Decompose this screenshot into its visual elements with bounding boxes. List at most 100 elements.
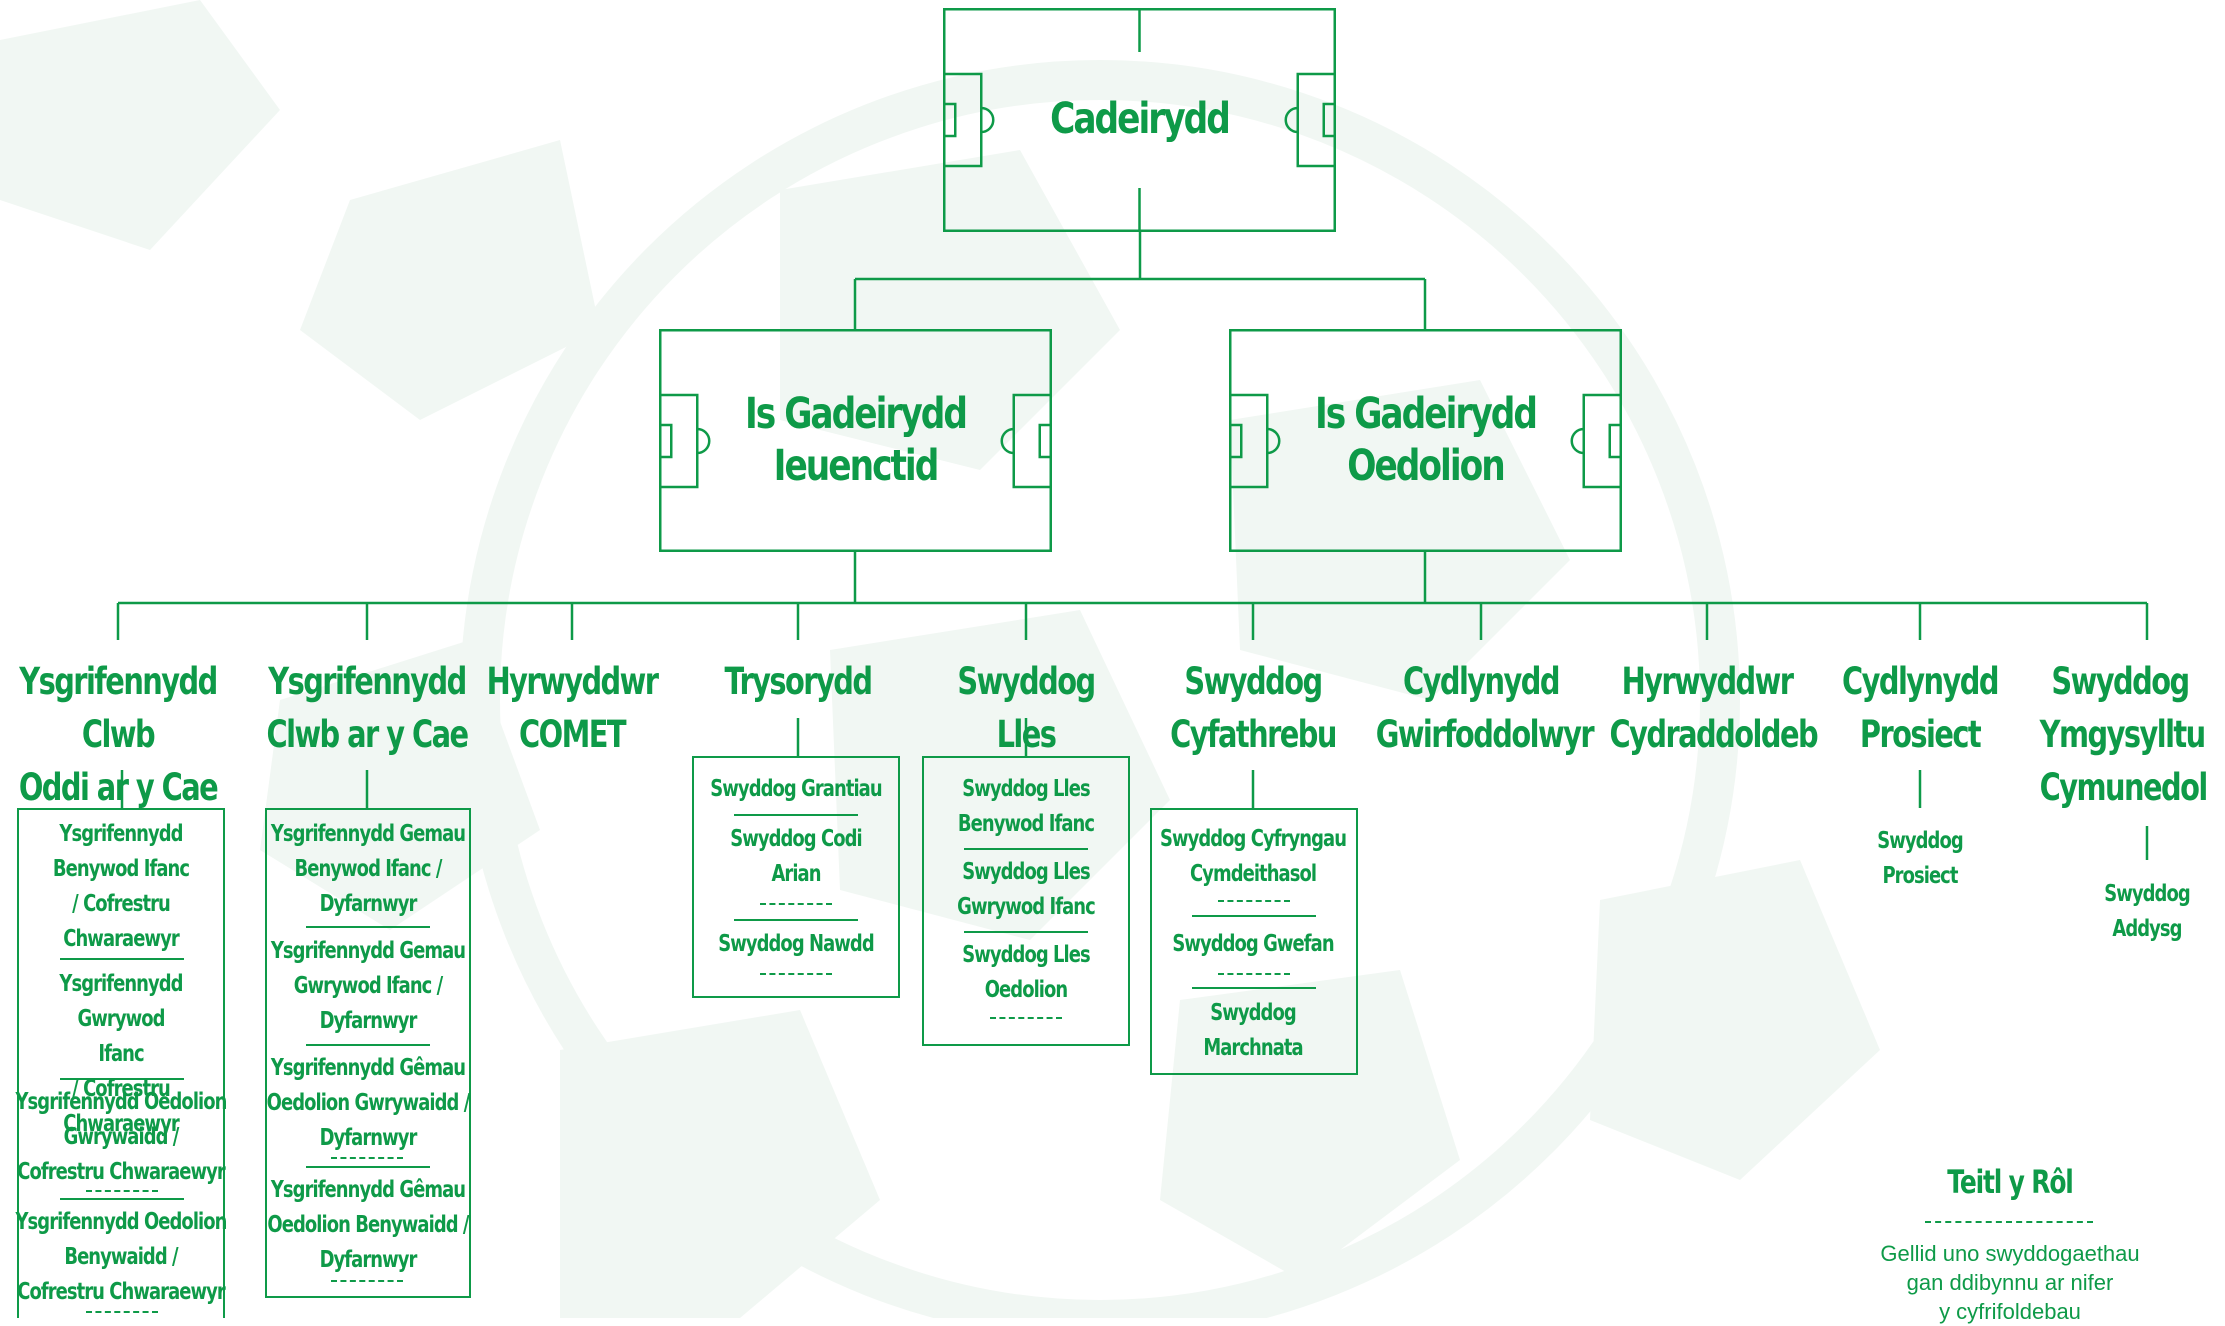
role-line: Swyddog [1184, 660, 1323, 703]
sub-role-line: Swyddog [1210, 1000, 1296, 1026]
vice-chair-youth-node: Is Gadeirydd Ieuenctid [659, 329, 1052, 552]
dashed-divider [990, 1017, 1062, 1019]
role-line: Swyddog [2051, 660, 2190, 703]
role-line: Trysorydd [724, 660, 873, 703]
role-line: COMET [518, 713, 627, 756]
sub-role-line: Cofrestru Chwaraewyr [17, 1279, 226, 1305]
divider [306, 1166, 430, 1168]
treasurer-sub-roles-box [692, 756, 900, 998]
role-line: Ysgrifennydd Clwb [19, 660, 218, 756]
sub-role-line: Swyddog Codi [730, 826, 862, 852]
sub-role-line: Swyddog Grantiau [710, 776, 882, 802]
sub-role-line: Benywod Ifanc [957, 811, 1095, 837]
sub-role-line: Swyddog Gwefan [1172, 931, 1334, 957]
role-line: Oddi ar y Cae [18, 766, 219, 809]
role-community-officer: Swyddog Ymgysylltu Cymunedol [2039, 655, 2209, 814]
sub-role-line: Oedolion Benywaidd / [267, 1212, 469, 1238]
role-on-field-secretary: Ysgrifennydd Clwb ar y Cae [262, 655, 473, 761]
sub-role-line: Marchnata [1203, 1035, 1303, 1061]
sub-role-line: Swyddog Lles [962, 942, 1090, 968]
sub-role-line: Ysgrifennydd Gemau [270, 938, 466, 964]
sub-role-line: Swyddog [2104, 881, 2190, 907]
sub-role-line: Swyddog [1877, 828, 1963, 854]
role-welfare-officer: Swyddog Lles [932, 655, 1119, 761]
sub-role-line: Dyfarnwyr [319, 1008, 418, 1034]
role-line: Cyfathrebu [1170, 713, 1337, 756]
sub-role: Ysgrifennydd Benywod Ifanc / Cofrestru C… [23, 817, 220, 957]
sub-role-line: Gwrywod Ifanc [957, 894, 1096, 920]
sub-role-line: Chwaraewyr [63, 926, 179, 952]
vice-chair-youth-title-line2: Ieuenctid [773, 441, 940, 491]
legend-note-line: y cyfrifoldebau [1939, 1299, 2081, 1324]
sub-role: Ysgrifennydd Gêmau Oedolion Benywaidd / … [262, 1173, 474, 1278]
sub-role: Swyddog Grantiau [702, 772, 889, 807]
on-field-sub-roles-box [265, 808, 471, 1298]
legend-note-line: Gellid uno swyddogaethau [1880, 1241, 2140, 1266]
sub-role-line: Benywod Ifanc / [294, 856, 442, 882]
sub-role-line: Ysgrifennydd Gêmau [270, 1055, 466, 1081]
sub-role: Swyddog Lles Benywod Ifanc [932, 772, 1119, 842]
sub-role: Swyddog Cyfryngau Cymdeithasol [1152, 822, 1355, 892]
sub-role-line: Ysgrifennydd [59, 821, 183, 847]
sub-role-education-officer: Swyddog Addysg [2053, 877, 2225, 947]
divider [306, 926, 430, 928]
sub-role: Ysgrifennydd Oedolion Gwrywaidd / Cofres… [15, 1085, 228, 1190]
sub-role: Ysgrifennydd Gêmau Oedolion Gwrywaidd / … [262, 1051, 474, 1156]
divider [1192, 915, 1316, 917]
sub-role-line: Prosiect [1882, 863, 1958, 889]
role-line: Clwb ar y Cae [266, 713, 469, 756]
legend-title: Teitl y Rôl [1947, 1163, 2074, 1201]
legend-note-line: gan ddibynnu ar nifer [1906, 1270, 2114, 1295]
dashed-divider [760, 973, 832, 975]
sub-role-line: Ysgrifennydd Gêmau [270, 1177, 466, 1203]
role-volunteer-coordinator: Cydlynydd Gwirfoddolwyr [1376, 655, 1595, 761]
role-line: Cydlynydd [1842, 660, 2000, 703]
divider [734, 919, 858, 921]
divider [964, 848, 1088, 850]
vice-chair-adult-node: Is Gadeirydd Oedolion [1229, 329, 1622, 552]
pitch-icon [943, 8, 1336, 232]
sub-role: Ysgrifennydd Gwrywod Ifanc / Cofrestru C… [15, 967, 227, 1142]
sub-role-line: / Cofrestru [72, 891, 171, 917]
dashed-divider [86, 1190, 158, 1192]
role-equality-champion: Hyrwyddwr Cydraddoldeb [1609, 655, 1819, 761]
sub-role-line: Swyddog Nawdd [718, 931, 874, 957]
sub-role-line: Ysgrifennydd Oedolion [15, 1089, 228, 1115]
dashed-divider [331, 1157, 403, 1159]
role-line: Swyddog Lles [957, 660, 1096, 756]
sub-role-line: Swyddog Cyfryngau [1159, 826, 1347, 852]
role-project-coordinator: Cydlynydd Prosiect [1834, 655, 2006, 761]
role-line: Cymunedol [2039, 766, 2209, 809]
sub-role-line: Ysgrifennydd Oedolion [15, 1209, 228, 1235]
sub-role-line: Ysgrifennydd Gemau [270, 821, 466, 847]
sub-role: Swyddog Nawdd [702, 927, 889, 962]
dashed-divider [331, 1280, 403, 1282]
vice-chair-adult-title-line1: Is Gadeirydd [1314, 389, 1538, 439]
pitch-icon [659, 329, 1052, 552]
sub-role: Swyddog Lles Gwrywod Ifanc [932, 855, 1119, 925]
role-line: Hyrwyddwr [486, 660, 659, 703]
sub-role-line: Addysg [2112, 916, 2182, 942]
divider [964, 931, 1088, 933]
role-line: Ysgrifennydd [268, 660, 467, 703]
off-field-sub-roles-box [17, 808, 225, 1318]
role-line: Cydraddoldeb [1609, 713, 1819, 756]
vice-chair-youth-title-line1: Is Gadeirydd [744, 389, 968, 439]
pitch-icon [1229, 329, 1622, 552]
sub-role-line: Ifanc [98, 1041, 144, 1067]
role-line: Ymgysylltu [2039, 713, 2207, 756]
chair-node: Cadeirydd [943, 8, 1336, 232]
role-line: Hyrwyddwr [1621, 660, 1794, 703]
divider [60, 1198, 184, 1200]
sub-role: Swyddog Lles Oedolion [932, 938, 1119, 1008]
vice-chair-adult-title-line2: Oedolion [1347, 441, 1506, 491]
sub-role-project-officer: Swyddog Prosiect [1826, 824, 2013, 894]
divider [1192, 987, 1316, 989]
sub-role: Swyddog Gwefan [1159, 927, 1346, 962]
sub-role-line: Dyfarnwyr [319, 1247, 418, 1273]
legend-dashed-line [1925, 1221, 2093, 1223]
role-line: Cydlynydd [1403, 660, 1561, 703]
legend-note: Gellid uno swyddogaethau gan ddibynnu ar… [1820, 1239, 2200, 1326]
sub-role: Swyddog Marchnata [1159, 996, 1346, 1066]
